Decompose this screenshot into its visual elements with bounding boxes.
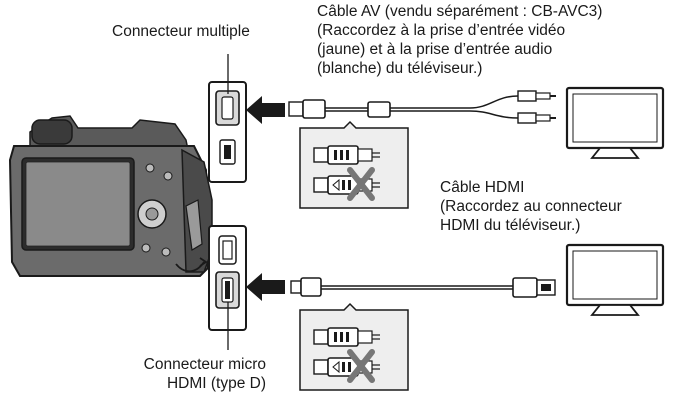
camera-icon xyxy=(8,115,213,277)
prohibited-cross-icon xyxy=(347,349,375,383)
hdmi-cable xyxy=(290,277,556,298)
television-icon xyxy=(565,243,665,316)
television-icon xyxy=(565,86,665,159)
hdmi-plug-orientation-callout xyxy=(299,302,409,391)
av-cable-label: Câble AV (vendu séparément : CB-AVC3) (R… xyxy=(317,2,602,78)
hdmi-cable-label-line: (Raccordez au connecteur xyxy=(440,198,622,215)
insert-arrow-icon xyxy=(246,273,285,301)
av-cable xyxy=(288,90,556,124)
hdmi-cable-label: Câble HDMI (Raccordez au connecteur HDMI… xyxy=(440,178,622,235)
av-cable-label-line: (blanche) du téléviseur.) xyxy=(317,60,483,77)
correct-plug-icon xyxy=(313,327,380,347)
wrong-plug-icon xyxy=(313,175,380,195)
av-cable-label-line: (Raccordez à la prise d’entrée vidéo xyxy=(317,22,566,39)
micro-hdmi-label: Connecteur micro HDMI (type D) xyxy=(100,355,266,393)
hdmi-cable-label-line: Câble HDMI xyxy=(440,179,525,196)
micro-hdmi-label-line: HDMI (type D) xyxy=(166,375,266,392)
micro-hdmi-panel xyxy=(208,225,247,331)
multi-connector-label: Connecteur multiple xyxy=(112,23,250,40)
correct-plug-icon xyxy=(313,145,380,165)
hdmi-cable-label-line: HDMI du téléviseur.) xyxy=(440,217,581,234)
av-cable-label-line: Câble AV (vendu séparément : CB-AVC3) xyxy=(317,3,603,20)
av-cable-label-line: (jaune) et à la prise d’entrée audio xyxy=(317,41,553,58)
av-plug-orientation-callout xyxy=(299,120,409,209)
micro-hdmi-label-line: Connecteur micro xyxy=(143,356,266,373)
insert-arrow-icon xyxy=(246,96,285,124)
multi-connector-panel xyxy=(208,81,247,183)
prohibited-cross-icon xyxy=(347,167,375,201)
